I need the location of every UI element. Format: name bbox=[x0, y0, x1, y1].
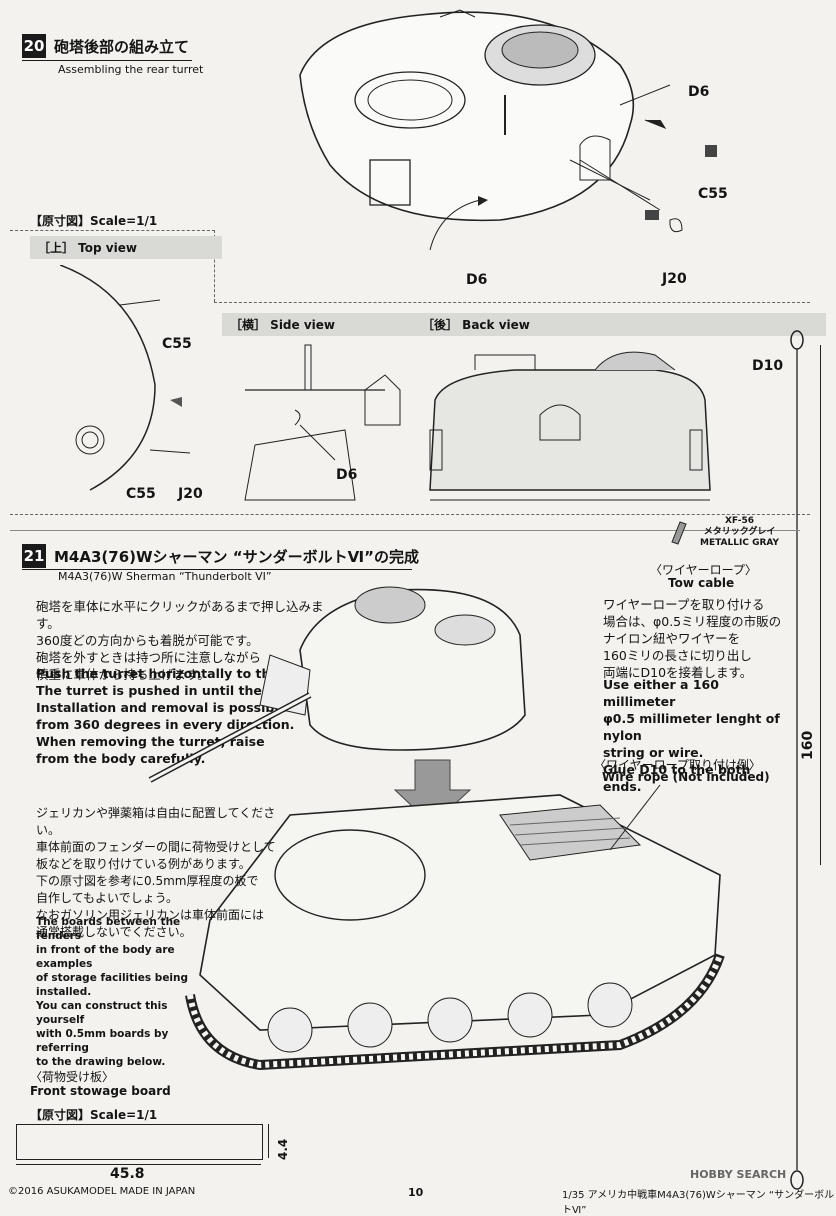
side-view-d6: D6 bbox=[336, 467, 358, 483]
scale-box-right-rule bbox=[214, 230, 215, 302]
tow-cable-title-jp: 〈ワイヤーロープ〉 bbox=[650, 563, 757, 577]
tow-cable-part-d10: D10 bbox=[752, 358, 784, 374]
top-view-c55-b: C55 bbox=[126, 486, 156, 502]
footer-page-number: 10 bbox=[408, 1186, 424, 1199]
top-view-j20: J20 bbox=[178, 486, 203, 502]
top-view-bar: ［上］ Top view bbox=[30, 236, 222, 259]
step-divider bbox=[10, 530, 800, 531]
scale-box-bottom-rule bbox=[10, 514, 810, 515]
stowage-width-line bbox=[16, 1164, 261, 1165]
back-view-bar: ［後］ Back view bbox=[414, 313, 826, 336]
paint-brush-icon bbox=[671, 521, 687, 545]
step-20-number: 20 bbox=[22, 34, 46, 58]
scale-box-mid-rule bbox=[214, 302, 810, 303]
part-label-c55-main: C55 bbox=[698, 186, 728, 202]
top-view-drawing bbox=[60, 265, 191, 491]
part-label-d6-top: D6 bbox=[688, 84, 710, 100]
part-label-j20-main: J20 bbox=[662, 271, 687, 287]
stowage-board-drawing bbox=[16, 1124, 263, 1160]
tow-cable-title-en: Tow cable bbox=[668, 576, 735, 590]
step-20-title-en: Assembling the rear turret bbox=[58, 63, 204, 76]
board-instructions-en: The boards between the fenders in front … bbox=[36, 916, 189, 1068]
tow-cable-jp: ワイヤーロープを取り付ける 場合は、φ0.5ミリ程度の市販の ナイロン紐やワイヤ… bbox=[603, 597, 782, 680]
part-label-d6-bottom: D6 bbox=[466, 272, 488, 288]
stowage-scale-label: 【原寸図】Scale=1/1 bbox=[30, 1108, 158, 1122]
turret-instructions-en: Push the turret horizontally to the body… bbox=[36, 666, 334, 766]
completed-tank-illustration bbox=[148, 586, 725, 1071]
step-21-title-en: M4A3(76)W Sherman “Thunderbolt VI” bbox=[58, 570, 272, 583]
stowage-height: 4.4 bbox=[276, 1138, 290, 1160]
scale-box-top-rule bbox=[10, 230, 215, 231]
dimension-line-160 bbox=[820, 345, 821, 865]
back-view-drawing bbox=[429, 351, 711, 501]
stowage-board-en: Front stowage board bbox=[30, 1084, 171, 1098]
footer-model-name: 1/35 アメリカ中戦車M4A3(76)Wシャーマン “サンダーボルトⅥ” bbox=[562, 1190, 835, 1216]
board-instructions-jp: ジェリカンや弾薬箱は自由に配置してください。 車体前面のフェンダーの間に荷物受け… bbox=[36, 806, 276, 939]
footer-copyright: ©2016 ASUKAMODEL MADE IN JAPAN bbox=[8, 1186, 196, 1197]
top-view-c55-a: C55 bbox=[162, 336, 192, 352]
tow-cable-drawing bbox=[790, 330, 804, 1190]
side-view-bar: ［横］ Side view bbox=[222, 313, 416, 336]
tow-cable-en: Use either a 160 millimeter φ0.5 millime… bbox=[603, 677, 780, 794]
turret-instructions-jp: 砲塔を車体に水平にクリックがあるまで押し込みます。 360度どの方向からも着脱が… bbox=[36, 599, 324, 682]
watermark-logo: HOBBY SEARCH bbox=[690, 1168, 787, 1181]
dimension-160: 160 bbox=[800, 730, 816, 760]
paint-callout: XF-56 メタリックグレイ METALLIC GRAY bbox=[700, 516, 780, 548]
stowage-width: 45.8 bbox=[110, 1166, 145, 1182]
step-20-title-jp: 砲塔後部の組み立て bbox=[54, 38, 190, 56]
wire-example-en: Wire rope (Not included) bbox=[602, 770, 770, 784]
step-20-rule bbox=[22, 60, 192, 61]
step-21-rule bbox=[22, 569, 412, 570]
step-21-title-jp: M4A3(76)Wシャーマン “サンダーボルトⅥ”の完成 bbox=[54, 548, 419, 566]
scale-label-1: 【原寸図】Scale=1/1 bbox=[30, 214, 158, 228]
stowage-board-jp: 〈荷物受け板〉 bbox=[30, 1070, 115, 1084]
step-20-leader-lines bbox=[429, 84, 717, 251]
step-21-number: 21 bbox=[22, 544, 46, 568]
wire-example-jp: 〈ワイヤーロープ取り付け例〉 bbox=[594, 758, 761, 772]
side-view-drawing bbox=[244, 344, 401, 501]
stowage-height-line bbox=[268, 1124, 269, 1158]
